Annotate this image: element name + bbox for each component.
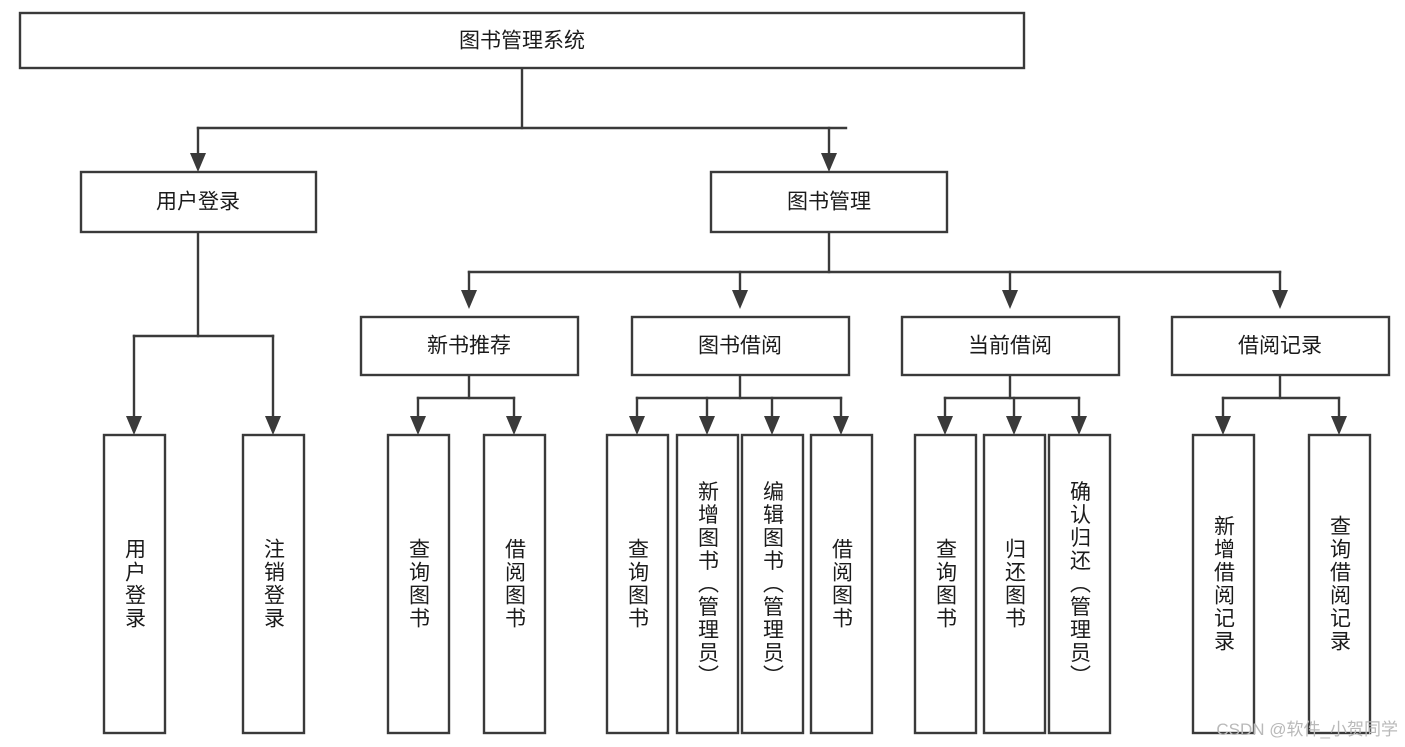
node-leaf-add-borrow-record-label: 新增借阅记录 xyxy=(1212,515,1236,653)
node-root-label: 图书管理系统 xyxy=(459,30,585,53)
node-book-management[interactable]: 图书管理 xyxy=(709,170,949,234)
node-leaf-add-book-admin[interactable]: 新增图书（管理员） xyxy=(675,433,740,735)
connector-borrowrecord-to-leaves xyxy=(1215,373,1347,435)
csdn-watermark: CSDN @软件_小贺同学 xyxy=(1216,720,1398,739)
node-user-login[interactable]: 用户登录 xyxy=(79,170,318,234)
node-book-borrow-label: 图书借阅 xyxy=(698,335,782,358)
node-leaf-borrow-book-2-label: 借阅图书 xyxy=(830,538,854,630)
node-leaf-query-book-1[interactable]: 查询图书 xyxy=(386,433,451,735)
node-leaf-query-borrow-record[interactable]: 查询借阅记录 xyxy=(1307,433,1372,735)
node-leaf-borrow-book-1-label: 借阅图书 xyxy=(503,538,527,630)
node-leaf-confirm-return-admin-label: 确认归还（管理员） xyxy=(1068,481,1092,688)
node-book-management-label: 图书管理 xyxy=(787,191,871,214)
node-root[interactable]: 图书管理系统 xyxy=(18,11,1026,70)
node-leaf-query-borrow-record-label: 查询借阅记录 xyxy=(1328,515,1352,653)
node-leaf-logout-login[interactable]: 注销登录 xyxy=(241,433,306,735)
connector-userlogin-to-leaves xyxy=(126,230,281,435)
node-leaf-add-borrow-record[interactable]: 新增借阅记录 xyxy=(1191,433,1256,735)
node-leaf-return-book[interactable]: 归还图书 xyxy=(982,433,1047,735)
node-new-book-recommend[interactable]: 新书推荐 xyxy=(359,315,580,377)
node-borrow-record-label: 借阅记录 xyxy=(1238,335,1322,358)
node-leaf-query-book-3[interactable]: 查询图书 xyxy=(913,433,978,735)
connector-root-to-level2 xyxy=(190,66,848,172)
connector-newbook-to-leaves xyxy=(410,373,522,435)
connector-bookmanagement-to-level3 xyxy=(461,230,1288,309)
node-leaf-user-login-label: 用户登录 xyxy=(123,538,147,630)
node-leaf-logout-login-label: 注销登录 xyxy=(262,538,286,630)
node-user-login-label: 用户登录 xyxy=(156,191,240,214)
node-leaf-edit-book-admin[interactable]: 编辑图书（管理员） xyxy=(740,433,805,735)
node-new-book-recommend-label: 新书推荐 xyxy=(427,335,511,358)
connector-currentborrow-to-leaves xyxy=(937,373,1087,435)
node-borrow-record[interactable]: 借阅记录 xyxy=(1170,315,1391,377)
node-leaf-query-book-2[interactable]: 查询图书 xyxy=(605,433,670,735)
node-current-borrow[interactable]: 当前借阅 xyxy=(900,315,1121,377)
node-book-borrow[interactable]: 图书借阅 xyxy=(630,315,851,377)
node-leaf-borrow-book-2[interactable]: 借阅图书 xyxy=(809,433,874,735)
node-leaf-query-book-2-label: 查询图书 xyxy=(626,538,650,630)
node-current-borrow-label: 当前借阅 xyxy=(968,335,1052,358)
node-leaf-user-login[interactable]: 用户登录 xyxy=(102,433,167,735)
connector-bookborrow-to-leaves xyxy=(629,373,849,435)
node-leaf-query-book-3-label: 查询图书 xyxy=(934,538,958,630)
node-leaf-borrow-book-1[interactable]: 借阅图书 xyxy=(482,433,547,735)
node-leaf-add-book-admin-label: 新增图书（管理员） xyxy=(696,481,720,688)
node-leaf-query-book-1-label: 查询图书 xyxy=(407,538,431,630)
node-leaf-confirm-return-admin[interactable]: 确认归还（管理员） xyxy=(1047,433,1112,735)
node-leaf-edit-book-admin-label: 编辑图书（管理员） xyxy=(761,481,785,688)
node-leaf-return-book-label: 归还图书 xyxy=(1003,538,1027,630)
